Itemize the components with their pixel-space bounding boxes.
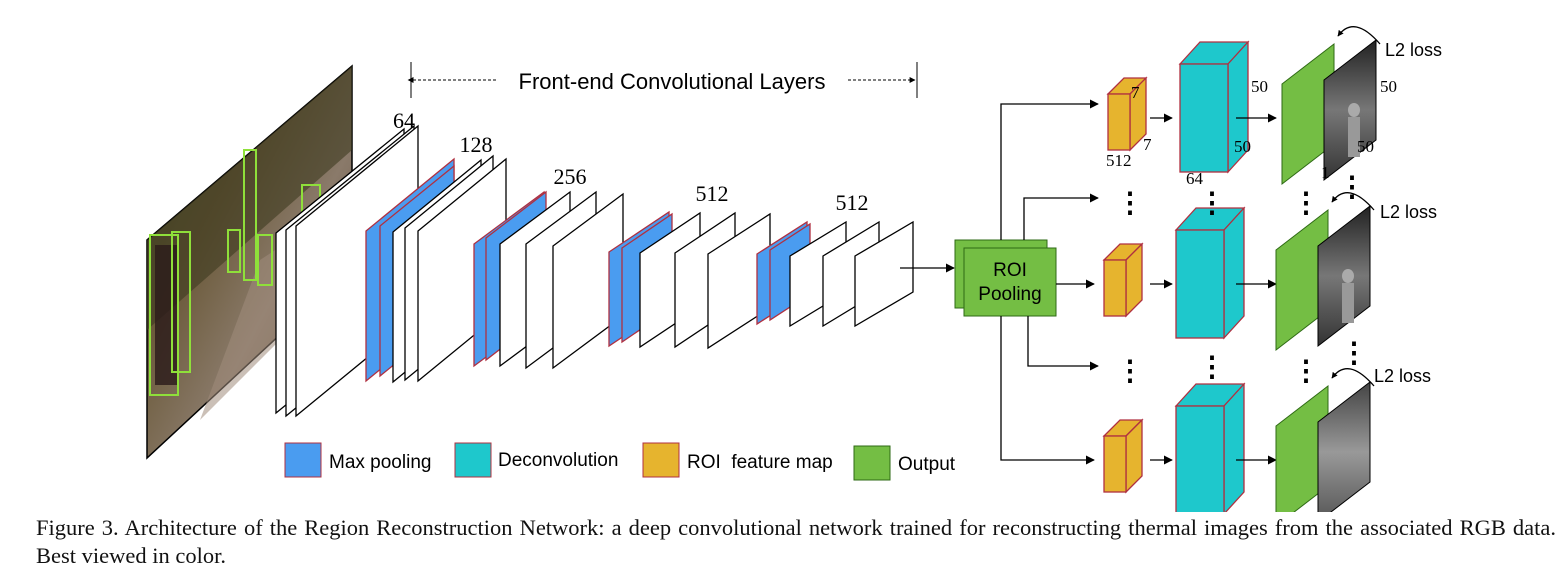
deconv-size-b: 50 (1234, 137, 1251, 156)
thermal-target-2 (1317, 380, 1371, 512)
legend-label-roi-feature-map: ROI feature map (687, 452, 833, 473)
roi-feature-map-1 (1102, 242, 1144, 318)
legend-label-deconvolution: Deconvolution (498, 450, 618, 471)
front-end-title: Front-end Convolutional Layers (519, 69, 826, 94)
deconv-cube-1 (1174, 206, 1246, 340)
legend-swatch-max-pooling (284, 442, 322, 478)
thermal-person-head-0 (1348, 103, 1360, 117)
roi-label-line2: Pooling (978, 284, 1041, 305)
out-size-b: 50 (1357, 137, 1374, 156)
ellipsis-deconv-upper: ⋮ (1198, 188, 1226, 219)
thermal-person-head-1 (1342, 269, 1354, 283)
channel-label-64: 64 (393, 108, 415, 133)
conv5-plane-c (854, 220, 914, 328)
channel-label-256: 256 (554, 164, 587, 189)
branches (1102, 26, 1381, 512)
roi-pooling-block: ROI Pooling (954, 239, 1057, 317)
legend-label-output: Output (898, 454, 956, 475)
loss-label-top: L2 loss (1385, 40, 1442, 60)
l2-loss-arrow-1 (1331, 192, 1375, 211)
channel-label-128: 128 (460, 132, 493, 157)
loss-label-bot: L2 loss (1374, 366, 1431, 386)
ellipsis-deconv-lower: ⋮ (1198, 352, 1226, 383)
legend-label-max-pooling: Max pooling (329, 452, 431, 473)
legend-swatch-output (853, 445, 891, 481)
loss-label-mid: L2 loss (1380, 202, 1437, 222)
roi-size-a: 7 (1131, 83, 1140, 102)
l2-loss-arrow-2 (1331, 368, 1375, 387)
legend-swatch-roi-feature-map (642, 442, 680, 478)
front-end-header: Front-end Convolutional Layers (407, 62, 918, 98)
roi-label-line1: ROI (993, 260, 1027, 281)
legend: Max pooling Deconvolution ROI feature ma… (284, 442, 956, 481)
roi-feature-map-0 (1106, 76, 1148, 152)
thermal-person-body-0 (1348, 117, 1360, 157)
ellipsis-out-lower: ⋮ (1292, 356, 1320, 387)
deconv-cube-0 (1178, 40, 1250, 174)
thermal-person-body-1 (1342, 283, 1354, 323)
conv-layers (275, 124, 914, 418)
ellipsis-roi-lower: ⋮ (1116, 356, 1144, 387)
roi-size-b: 7 (1143, 135, 1152, 154)
roi-channels: 512 (1106, 151, 1132, 170)
ellipsis-thermal-lower: ⋮ (1340, 338, 1368, 369)
architecture-diagram: Front-end Convolutional Layers 64 128 25… (146, 26, 1442, 512)
deconv-channels: 64 (1186, 169, 1204, 188)
roi-feature-map-2 (1102, 418, 1144, 494)
ellipsis-thermal-upper: ⋮ (1338, 172, 1366, 203)
figure-caption: Figure 3. Architecture of the Region Rec… (36, 515, 1556, 568)
legend-swatch-deconvolution (454, 442, 492, 478)
branch-connectors (1000, 99, 1099, 465)
out-channels: 1 (1321, 163, 1330, 182)
deconv-size-a: 50 (1251, 77, 1268, 96)
channel-label-512b: 512 (836, 190, 869, 215)
out-size-a: 50 (1380, 77, 1397, 96)
l2-loss-arrow-0 (1337, 26, 1381, 45)
channel-label-512a: 512 (696, 181, 729, 206)
ellipsis-roi-upper: ⋮ (1116, 188, 1144, 219)
deconv-cube-2 (1174, 382, 1246, 512)
ellipsis-out-upper: ⋮ (1292, 188, 1320, 219)
